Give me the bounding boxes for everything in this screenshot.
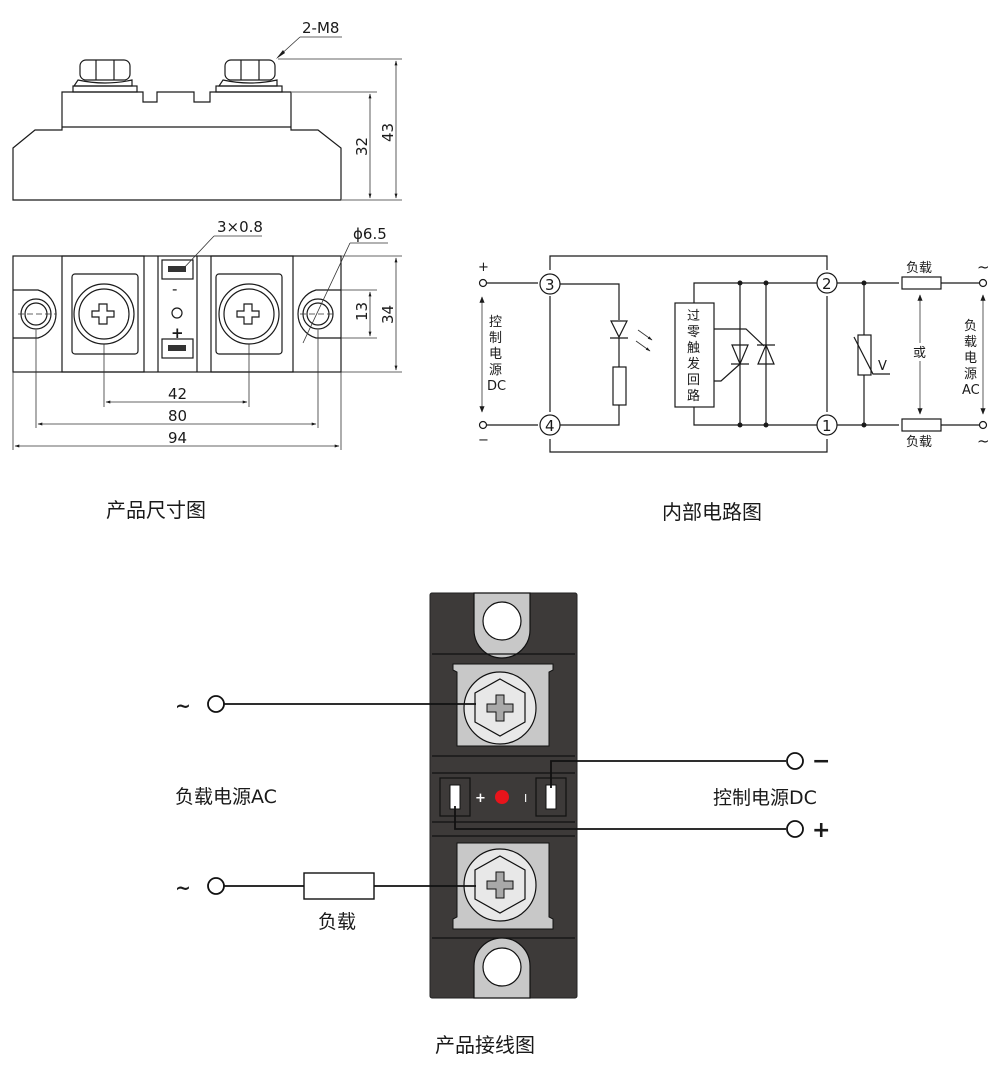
ac-source-label: 负 载 电 源 AC <box>962 318 980 398</box>
module-minus-mark: I <box>524 792 527 805</box>
dim-terminal-spacing: 42 <box>168 385 187 403</box>
ac-symbol-bottom: ~ <box>977 432 990 450</box>
svg-text:触: 触 <box>687 341 700 356</box>
svg-text:发: 发 <box>687 356 700 372</box>
dc-minus-terminal <box>545 784 557 810</box>
dim-width-13: 13 <box>353 302 371 321</box>
svg-text:电: 电 <box>964 351 977 366</box>
dc-minus-label: − <box>812 749 830 774</box>
plus-mark: + <box>171 324 184 342</box>
dim-width-34: 34 <box>379 305 397 324</box>
svg-text:路: 路 <box>687 388 700 404</box>
thread-label: 2-M8 <box>302 19 339 37</box>
svg-text:源: 源 <box>489 363 502 378</box>
dimension-drawing-caption: 产品尺寸图 <box>106 498 206 522</box>
load-resistor-top <box>901 276 942 290</box>
screw-left <box>73 283 135 345</box>
svg-text:3: 3 <box>545 276 555 294</box>
wiring-diagram-caption: 产品接线图 <box>435 1033 535 1057</box>
pin-2: 2 <box>816 272 838 294</box>
svg-text:1: 1 <box>822 417 832 435</box>
terminal-size-label: 3×0.8 <box>217 218 263 236</box>
dim-length-total: 94 <box>168 429 187 447</box>
svg-text:电: 电 <box>489 347 502 362</box>
minus-mark: - <box>172 280 177 298</box>
pin-1: 1 <box>816 414 838 436</box>
svg-text:AC: AC <box>962 383 980 398</box>
ac-terminal-top <box>207 695 225 713</box>
zero-cross-trigger-label: 过 零 触 发 回 路 <box>687 309 700 404</box>
svg-text:载: 载 <box>964 335 977 350</box>
dc-source-label: 控 制 电 源 DC <box>487 315 506 394</box>
load-terminal-bottom <box>452 842 554 930</box>
screw-icon <box>486 871 514 899</box>
top-view: - + 3×0.8 ϕ6.5 13 34 42 80 94 <box>12 218 402 450</box>
dc-plus-label: + <box>478 260 489 275</box>
pin-3: 3 <box>539 273 561 295</box>
svg-text:制: 制 <box>489 331 502 346</box>
dim-hole-spacing: 80 <box>168 407 187 425</box>
module-plus-mark: + <box>475 791 486 806</box>
hole-diameter-label: ϕ6.5 <box>353 225 387 243</box>
screw-icon <box>486 694 514 722</box>
dc-plus-terminal <box>449 784 461 810</box>
or-label: 或 <box>913 346 926 361</box>
load-label: 负载 <box>318 911 356 933</box>
side-view: 2-M8 32 43 <box>12 19 402 201</box>
svg-text:零: 零 <box>687 325 700 340</box>
svg-text:DC: DC <box>487 379 506 394</box>
ac-terminal-bottom <box>207 877 225 895</box>
load-bottom-label: 负载 <box>906 435 932 450</box>
svg-text:负: 负 <box>964 319 977 334</box>
svg-text:过: 过 <box>687 309 700 324</box>
ac-symbol-bottom: ~ <box>175 877 191 899</box>
svg-text:4: 4 <box>545 417 555 435</box>
dc-minus-terminal-ext <box>786 752 804 770</box>
varistor-label: V <box>878 359 887 374</box>
nut-right <box>215 59 283 93</box>
load-resistor-bottom <box>901 418 942 432</box>
svg-text:控: 控 <box>489 315 502 330</box>
wiring-diagram: + I ~ ~ 负载 负载电源AC − + 控制电源DC <box>175 592 830 999</box>
dim-height-43: 43 <box>379 123 397 142</box>
circuit-diagram: + − 控 制 电 源 DC 3 4 2 1 <box>478 255 990 453</box>
dc-power-label: 控制电源DC <box>713 787 817 809</box>
status-led <box>495 790 509 804</box>
circuit-diagram-caption: 内部电路图 <box>662 500 762 524</box>
ac-symbol-top: ~ <box>977 258 990 276</box>
dc-plus-terminal-ext <box>786 820 804 838</box>
dim-height-32: 32 <box>353 137 371 156</box>
svg-text:源: 源 <box>964 367 977 382</box>
svg-text:回: 回 <box>687 373 700 388</box>
nut-left <box>72 59 138 93</box>
resistor-icon <box>612 366 627 406</box>
ac-power-label: 负载电源AC <box>175 786 277 808</box>
thyristor-icon <box>731 344 749 366</box>
dc-minus-label: − <box>478 433 489 448</box>
dc-plus-label: + <box>812 818 830 843</box>
varistor-icon <box>857 334 872 376</box>
thyristor-icon <box>757 343 775 365</box>
led-icon <box>610 320 628 339</box>
load-top-label: 负载 <box>906 261 932 276</box>
relay-body-top <box>12 255 342 373</box>
load-terminal-top <box>452 663 554 747</box>
screw-right <box>218 283 280 345</box>
relay-body-side <box>12 91 342 201</box>
svg-text:2: 2 <box>822 275 832 293</box>
ac-symbol-top: ~ <box>175 695 191 717</box>
pin-4: 4 <box>539 414 561 436</box>
load-resistor <box>303 872 375 900</box>
